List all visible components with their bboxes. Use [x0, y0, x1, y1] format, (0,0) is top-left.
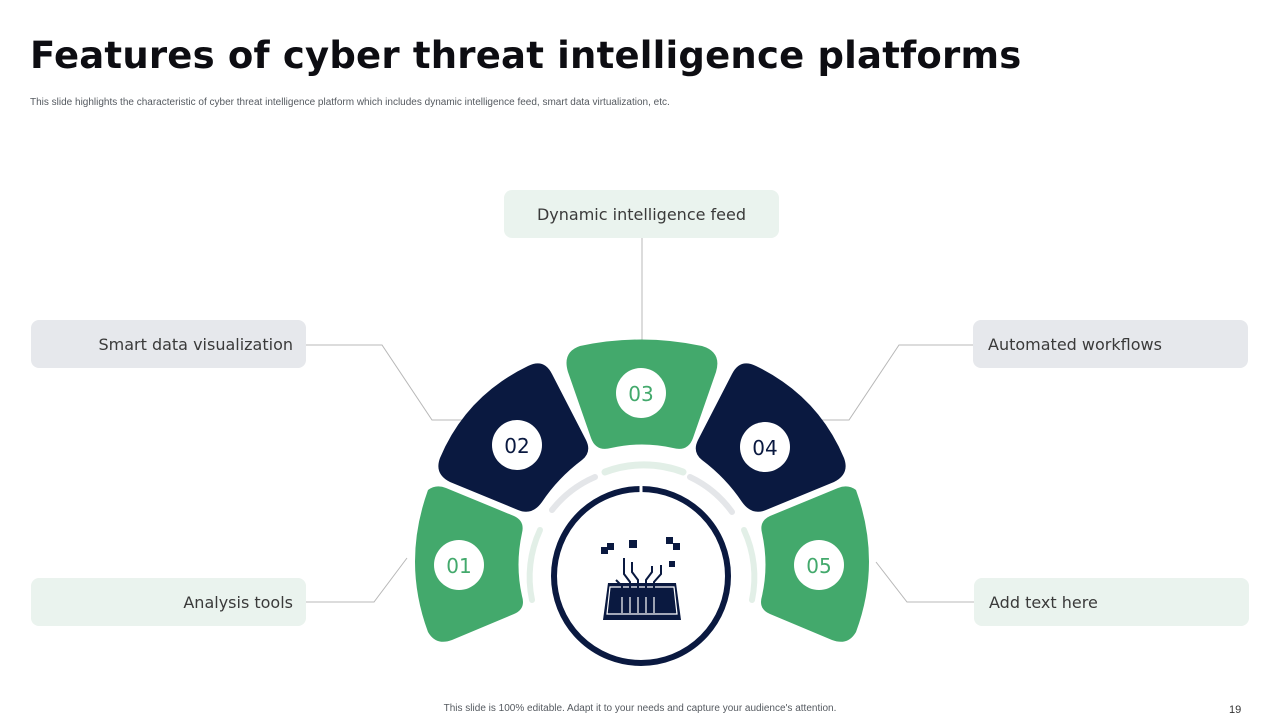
inner-arc-gray-right: [687, 474, 735, 515]
label-dynamic-intelligence-feed: Dynamic intelligence feed: [504, 190, 779, 238]
connector-lines: [306, 238, 974, 603]
number-05: 05: [806, 554, 831, 578]
connector-05: [875, 561, 974, 603]
inner-arc-mint-right: [741, 527, 758, 603]
label-automated-workflows: Automated workflows: [973, 320, 1248, 368]
connector-02: [306, 344, 462, 421]
number-01: 01: [446, 554, 471, 578]
label-analysis-tools: Analysis tools: [31, 578, 306, 626]
inner-arc-mint-left: [526, 527, 543, 603]
inner-arc-mint-top: [601, 461, 687, 476]
label-add-text-here: Add text here: [974, 578, 1249, 626]
connector-04: [822, 344, 973, 421]
slide-subtitle: This slide highlights the characteristic…: [30, 97, 670, 108]
page-number: 19: [1229, 704, 1242, 716]
number-03: 03: [628, 382, 653, 406]
inner-arc-gray-left: [549, 474, 598, 513]
number-04: 04: [752, 436, 777, 460]
label-smart-data-visualization: Smart data visualization: [31, 320, 306, 368]
number-badges: 03 02 04 01 05: [434, 368, 844, 590]
slide-title: Features of cyber threat intelligence pl…: [30, 34, 1022, 77]
center-hub: [551, 486, 731, 666]
number-02: 02: [504, 434, 529, 458]
slide-footer: This slide is 100% editable. Adapt it to…: [443, 703, 837, 714]
connector-01: [306, 557, 408, 603]
circuit-chip-icon: [601, 537, 681, 620]
inner-arcs: [526, 461, 758, 603]
